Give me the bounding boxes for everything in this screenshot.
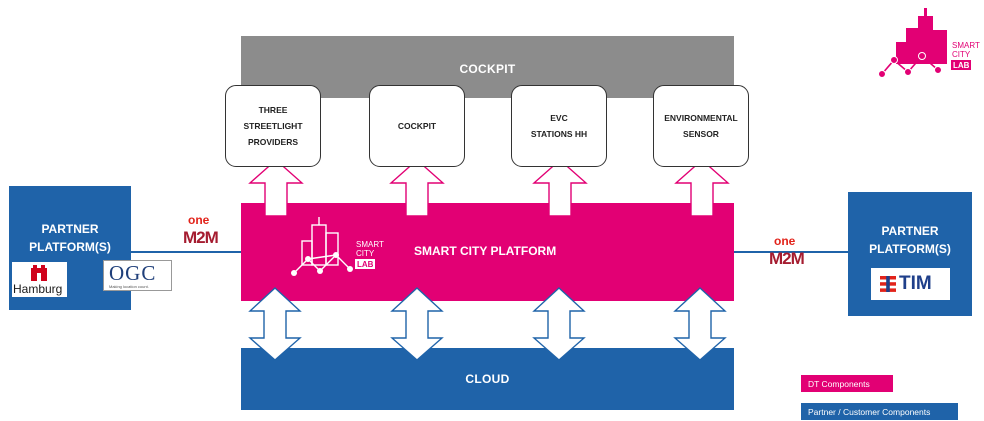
up-arrow-icon <box>389 159 445 217</box>
left-connector-line <box>131 251 241 253</box>
component-box-environmental-sensor: ENVIRONMENTAL SENSOR <box>653 85 749 167</box>
legend-dt-components: DT Components <box>801 375 893 392</box>
left-partner-title-line1: PARTNER <box>41 222 99 236</box>
component-box-evc-stations: EVC STATIONS HH <box>511 85 607 167</box>
double-arrow-icon <box>248 287 302 361</box>
smart-city-platform-label: SMART CITY PLATFORM <box>414 244 557 258</box>
double-arrow-icon <box>673 287 727 361</box>
logo-text-smart: SMART <box>356 240 384 249</box>
corner-logo-lab: LAB <box>953 61 970 70</box>
double-arrow-icon <box>390 287 444 361</box>
smart-city-lab-logo-icon: SMART CITY LAB <box>291 217 384 276</box>
onem2m-bottom-text: M2M <box>769 249 805 268</box>
right-connector-line <box>734 251 848 253</box>
smart-city-platform-band <box>241 203 734 301</box>
cockpit-band-label: COCKPIT <box>459 62 516 76</box>
corner-smart-city-lab-logo-icon: SMART CITY LAB <box>878 8 980 78</box>
onem2m-logo-left: one M2M <box>183 213 235 248</box>
hamburg-logo-text: Hamburg <box>13 282 63 296</box>
logo-text-city: CITY <box>356 249 375 258</box>
corner-logo-smart: SMART <box>952 41 980 50</box>
cloud-band-label: CLOUD <box>465 372 510 386</box>
cloud-band: CLOUD <box>241 348 734 410</box>
right-partner-title-line2: PLATFORM(S) <box>869 242 951 256</box>
left-partner-title-line2: PLATFORM(S) <box>29 240 111 254</box>
ogc-logo-text: OGC <box>109 261 157 285</box>
onem2m-top-text: one <box>774 234 796 248</box>
ogc-tagline: Making location count. <box>109 284 149 289</box>
component-box-cockpit: COCKPIT <box>369 85 465 167</box>
right-partner-title-line1: PARTNER <box>881 224 939 238</box>
double-arrow-icon <box>532 287 586 361</box>
logo-text-lab: LAB <box>357 260 374 269</box>
hamburg-crest-icon <box>31 265 47 281</box>
up-arrow-icon <box>248 159 304 217</box>
hamburg-logo: Hamburg <box>12 262 67 297</box>
onem2m-logo-right: one M2M <box>769 234 821 269</box>
corner-logo-city: CITY <box>952 50 971 59</box>
tim-logo: TIM <box>871 268 950 300</box>
tim-logo-text: TIM <box>899 273 932 294</box>
tim-mark-icon <box>880 276 896 292</box>
up-arrow-icon <box>674 159 730 217</box>
ogc-logo: OGC Making location count. <box>103 260 172 291</box>
component-box-streetlight: THREE STREETLIGHT PROVIDERS <box>225 85 321 167</box>
onem2m-bottom-text: M2M <box>183 228 219 247</box>
onem2m-top-text: one <box>188 213 210 227</box>
up-arrow-icon <box>532 159 588 217</box>
legend-partner-components: Partner / Customer Components <box>801 403 958 420</box>
cockpit-band: COCKPIT <box>241 36 734 98</box>
